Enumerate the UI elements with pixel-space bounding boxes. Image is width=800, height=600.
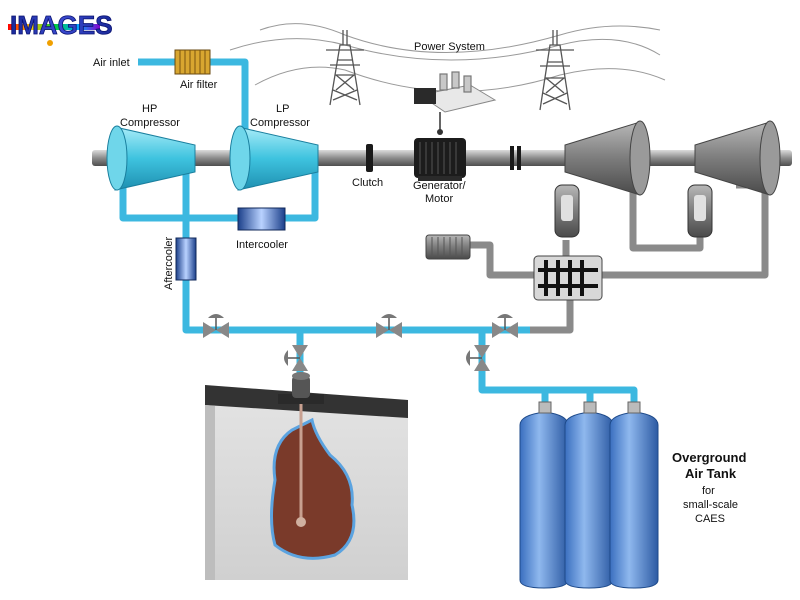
exhaust-silencer-icon — [425, 234, 471, 260]
valve-5-icon — [466, 345, 490, 371]
power-system-label: Power System — [414, 41, 485, 53]
logo-text: IMAGES — [10, 10, 113, 40]
intercooler-icon — [237, 207, 286, 231]
clutch-label: Clutch — [352, 177, 383, 189]
transformer-icon — [414, 88, 436, 104]
substation-icon — [414, 71, 497, 135]
lp-turbine — [694, 120, 781, 196]
valve-3-icon — [492, 314, 518, 338]
valve-2-icon — [376, 314, 402, 338]
exhaust-piping — [470, 181, 769, 334]
logo-dot-icon — [47, 40, 53, 46]
hp-compressor — [106, 125, 196, 191]
hp-turbine — [564, 120, 651, 196]
pylon-left-icon — [326, 30, 364, 106]
lp-compressor — [229, 125, 319, 191]
wellhead-icon — [278, 372, 324, 404]
tank-subtitle-line1: for — [702, 485, 715, 497]
clutch-icon — [366, 144, 373, 172]
recuperator-icon — [533, 255, 603, 301]
hp-compressor-label-line1: HP — [142, 103, 157, 115]
salt-cavern — [270, 417, 356, 560]
logo-rainbow-bar — [8, 24, 100, 30]
tank-subtitle-line2: small-scale — [683, 499, 738, 511]
air-inlet-label: Air inlet — [93, 57, 130, 69]
combustor-1-icon — [554, 184, 580, 238]
generator-label-line2: Motor — [425, 193, 453, 205]
images-logo: IMAGES — [8, 10, 113, 46]
air-filter-label: Air filter — [180, 79, 218, 91]
lp-compressor-label-line2: Compressor — [250, 117, 310, 129]
generator-label-line1: Generator/ — [413, 180, 467, 192]
lp-compressor-label-line1: LP — [276, 103, 289, 115]
air-tank-2 — [564, 401, 614, 589]
clutch-2-icon — [510, 146, 521, 170]
valve-4-icon — [284, 345, 308, 371]
aftercooler-icon — [175, 237, 197, 281]
pylon-right-icon — [536, 30, 574, 111]
tank-subtitle-line3: CAES — [695, 513, 725, 525]
combustor-2-icon — [687, 184, 713, 238]
air-filter-icon — [174, 49, 211, 75]
intercooler-label: Intercooler — [236, 239, 288, 251]
valve-1-icon — [203, 314, 229, 338]
generator-motor-icon — [414, 138, 466, 181]
air-tank-3 — [609, 401, 659, 589]
underground-cavern — [205, 372, 408, 580]
hp-compressor-label-line2: Compressor — [120, 117, 180, 129]
aftercooler-label: Aftercooler — [163, 236, 175, 290]
air-tank-1 — [519, 401, 569, 589]
tank-title-line1: Overground — [672, 450, 746, 465]
tank-title-line2: Air Tank — [685, 466, 737, 481]
